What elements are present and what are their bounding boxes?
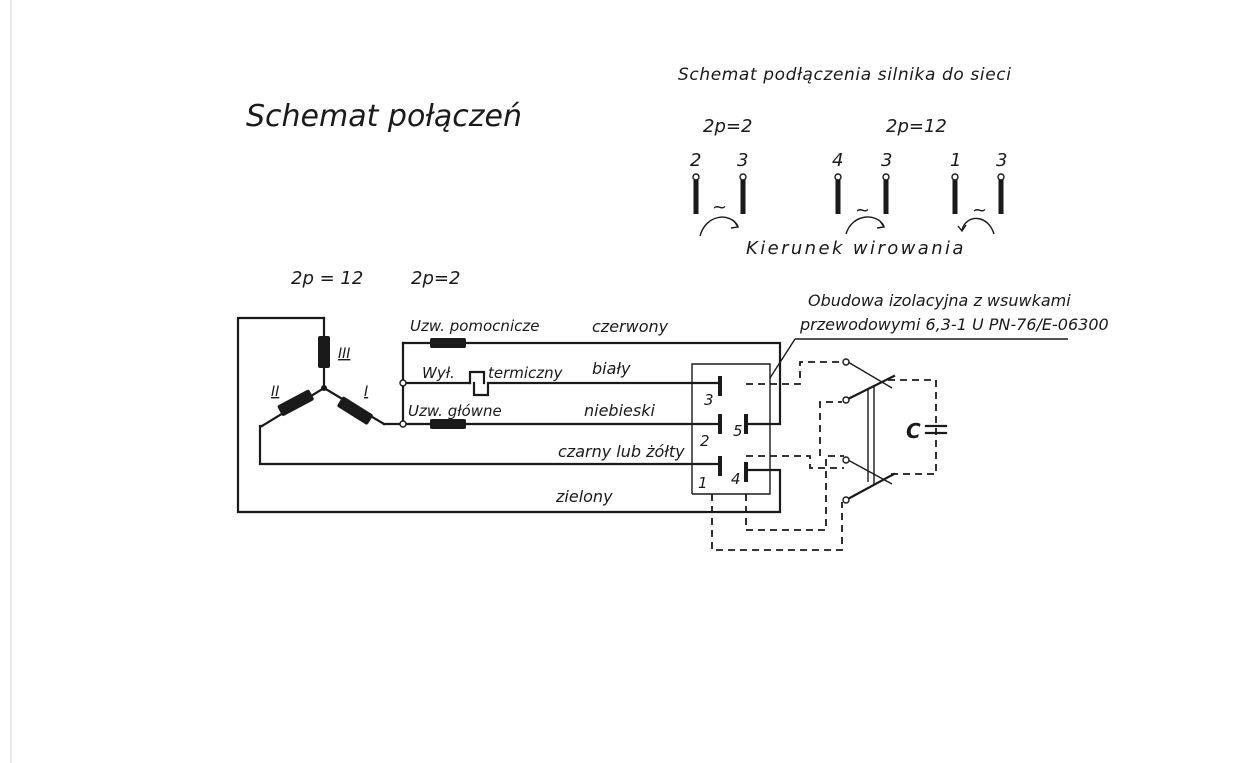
- junction-node: [399, 379, 407, 387]
- terminal-housing: [691, 363, 771, 495]
- wires: [236, 316, 782, 514]
- star-point: [321, 385, 327, 391]
- pin: [997, 173, 1005, 214]
- star-winding: [260, 316, 386, 428]
- switch-blade: [844, 472, 896, 502]
- main-winding-coil: [430, 419, 466, 429]
- scan-edge: [10, 0, 12, 763]
- page-title: Schemat połączeń: [246, 99, 522, 134]
- switch-contact: [842, 456, 850, 464]
- winding-coil-iii: [318, 336, 330, 368]
- ac-symbol: ~: [972, 200, 987, 221]
- dashed-wire: [746, 455, 844, 469]
- wire-label-green: zielony: [555, 487, 613, 506]
- pin: [692, 173, 700, 214]
- thermal-label-right: termiczny: [488, 364, 564, 382]
- housing-leader-line: [769, 338, 796, 379]
- ac-symbol: ~: [712, 197, 727, 218]
- winding-coil-ii: [277, 389, 314, 416]
- dashed-wire: [746, 361, 844, 385]
- label-2p12-top: 2p=12: [886, 116, 947, 137]
- capacitor-loop: [888, 379, 937, 475]
- thermal-label-left: Wył.: [422, 364, 455, 382]
- housing-note-line2: przewodowymi 6,3-1 U PN-76/E-06300: [799, 315, 1109, 334]
- capacitor-label: C: [906, 419, 921, 443]
- wire-black-yellow: [258, 424, 720, 466]
- switch-contact: [842, 496, 850, 504]
- top-terminal-number: 3: [996, 150, 1007, 171]
- winding-label-i: I: [364, 384, 368, 400]
- top-terminal-number: 4: [832, 150, 843, 171]
- winding-coil-i: [337, 396, 373, 425]
- terminal-number: 4: [731, 470, 741, 488]
- terminal-number: 3: [704, 391, 714, 409]
- rotation-arrow: [961, 217, 995, 235]
- ac-symbol: ~: [855, 200, 870, 221]
- dashed-wire: [745, 455, 844, 531]
- aux-winding-label: Uzw. pomocnicze: [410, 317, 539, 335]
- dashed-wire: [819, 401, 842, 456]
- dashed-wire: [711, 494, 843, 551]
- pin: [739, 173, 747, 214]
- switch-blade-dashed: [847, 361, 893, 389]
- aux-winding-coil: [430, 338, 466, 348]
- label-2p2-top: 2p=2: [703, 116, 752, 137]
- top-terminal-number: 2: [690, 150, 701, 171]
- rotation-arrows: [699, 216, 995, 237]
- pin: [951, 173, 959, 214]
- switch-contact: [842, 396, 850, 404]
- thermal-switch: [468, 370, 720, 397]
- wire-red: [401, 341, 782, 426]
- pin: [834, 173, 842, 214]
- winding-label-iii: III: [338, 346, 350, 362]
- wire-label-blue: niebieski: [584, 401, 655, 420]
- terminal-number: 1: [698, 474, 708, 492]
- wire-label-red: czerwony: [592, 317, 669, 336]
- housing-outline: [691, 363, 771, 495]
- label-2p12-left: 2p = 12: [291, 268, 363, 289]
- junction-node: [399, 420, 407, 428]
- switch-blade: [844, 374, 896, 402]
- rotation-label: Kierunek wirowania: [746, 238, 966, 259]
- terminal-number: 2: [700, 432, 710, 450]
- external-circuit: [711, 358, 948, 551]
- top-terminal-pins: [692, 173, 1005, 214]
- switch-contact: [842, 358, 850, 366]
- terminal-number: 5: [733, 422, 743, 440]
- pin: [882, 173, 890, 214]
- top-terminal-number: 3: [737, 150, 748, 171]
- top-terminal-number: 1: [950, 150, 961, 171]
- wire-label-white: biały: [592, 359, 631, 378]
- label-2p2-left: 2p=2: [411, 268, 460, 289]
- arrow-head: [876, 220, 886, 229]
- main-winding-label: Uzw. główne: [408, 402, 502, 420]
- rotation-arrow: [699, 216, 739, 237]
- connection-title: Schemat podłączenia silnika do sieci: [678, 65, 1012, 85]
- switch-blade-dashed: [847, 459, 893, 485]
- wire-label-black-yellow: czarny lub żółty: [558, 442, 685, 461]
- winding-label-ii: II: [271, 384, 279, 400]
- wire-green: [236, 316, 782, 514]
- arrow-head: [957, 224, 967, 233]
- arrow-head: [730, 220, 740, 229]
- housing-note-line1: Obudowa izolacyjna z wsuwkami: [808, 291, 1071, 310]
- top-terminal-number: 3: [881, 150, 892, 171]
